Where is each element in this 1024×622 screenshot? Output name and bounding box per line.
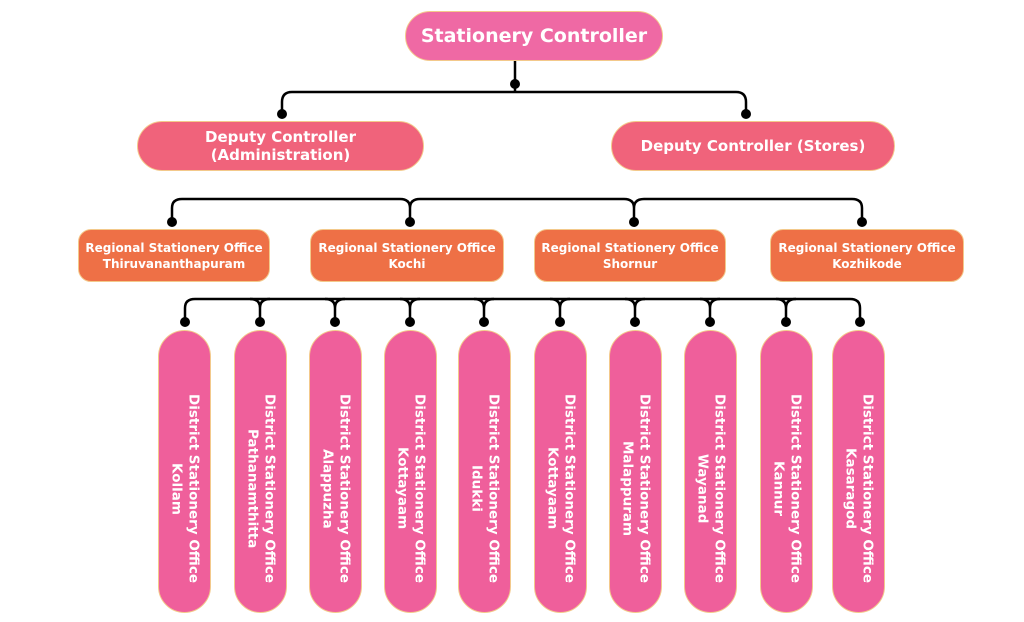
node-label-line2: Kollam bbox=[168, 462, 185, 515]
connector-root-bar bbox=[280, 90, 748, 112]
node-label-line1: District Stationery Office bbox=[336, 393, 353, 584]
node-label-line2: Kasaragod bbox=[842, 447, 859, 530]
node-label-line2: Pathanamthitta bbox=[244, 428, 261, 549]
node-regional-kochi: Regional Stationery Office Kochi bbox=[310, 229, 504, 282]
connector-dots bbox=[167, 79, 867, 327]
node-deputy-administration: Deputy Controller (Administration) bbox=[137, 121, 424, 171]
node-label-line1: District Stationery Office bbox=[711, 393, 728, 584]
dot bbox=[555, 317, 565, 327]
node-label-line1: District Stationery Office bbox=[636, 393, 653, 584]
dot bbox=[705, 317, 715, 327]
node-label-line1: District Stationery Office bbox=[185, 393, 202, 584]
node-label-line2: Kottayaam bbox=[544, 447, 561, 530]
node-label-line1: Regional Stationery Office bbox=[85, 240, 263, 255]
node-label-line1: District Stationery Office bbox=[859, 393, 876, 584]
dot bbox=[277, 109, 287, 119]
node-label: Deputy Controller (Administration) bbox=[205, 128, 356, 164]
node-label-line2: Shornur bbox=[602, 256, 658, 271]
dot bbox=[741, 109, 751, 119]
dot bbox=[781, 317, 791, 327]
dot bbox=[255, 317, 265, 327]
node-label-line2: Malappuram bbox=[619, 440, 636, 537]
node-stationery-controller: Stationery Controller bbox=[405, 11, 663, 61]
dot bbox=[855, 317, 865, 327]
node-regional-shornur: Regional Stationery Office Shornur bbox=[534, 229, 726, 282]
connector-district-drops bbox=[249, 297, 797, 322]
node-label-line2: Kozhikode bbox=[832, 256, 902, 271]
dot bbox=[180, 317, 190, 327]
connectors bbox=[170, 61, 864, 322]
node-label-line2: Alappuzha bbox=[319, 448, 336, 529]
dot bbox=[167, 217, 177, 227]
node-deputy-stores: Deputy Controller (Stores) bbox=[611, 121, 895, 171]
node-label-line2: Idukki bbox=[468, 465, 485, 512]
dot bbox=[857, 217, 867, 227]
node-label-line1: Regional Stationery Office bbox=[778, 240, 956, 255]
node-label-line1: District Stationery Office bbox=[787, 393, 804, 584]
node-label-line1: District Stationery Office bbox=[485, 393, 502, 584]
node-label-line1: District Stationery Office bbox=[411, 393, 428, 584]
node-label-line2: Kannur bbox=[770, 460, 787, 517]
node-label-line2: Thiruvananthapuram bbox=[102, 256, 246, 271]
node-regional-thiruvananthapuram: Regional Stationery Office Thiruvanantha… bbox=[78, 229, 270, 282]
node-label-line2: Kottayaam bbox=[394, 447, 411, 530]
connector-district-bar bbox=[183, 297, 862, 322]
node-label-line1: District Stationery Office bbox=[561, 393, 578, 584]
node-label-line1: Regional Stationery Office bbox=[318, 240, 496, 255]
node-label-line2: Wayanad bbox=[694, 453, 711, 524]
node-label-line2: Kochi bbox=[388, 256, 426, 271]
dot bbox=[479, 317, 489, 327]
dot bbox=[405, 317, 415, 327]
node-label: Deputy Controller (Stores) bbox=[640, 137, 866, 155]
node-regional-kozhikode: Regional Stationery Office Kozhikode bbox=[770, 229, 964, 282]
dot bbox=[330, 317, 340, 327]
node-label: Stationery Controller bbox=[420, 25, 648, 47]
node-label-line1: District Stationery Office bbox=[261, 393, 278, 584]
node-label-line1: Regional Stationery Office bbox=[541, 240, 719, 255]
dot bbox=[510, 79, 520, 89]
dot bbox=[630, 317, 640, 327]
connector-regional-bar bbox=[170, 197, 864, 221]
dot bbox=[629, 217, 639, 227]
dot bbox=[405, 217, 415, 227]
